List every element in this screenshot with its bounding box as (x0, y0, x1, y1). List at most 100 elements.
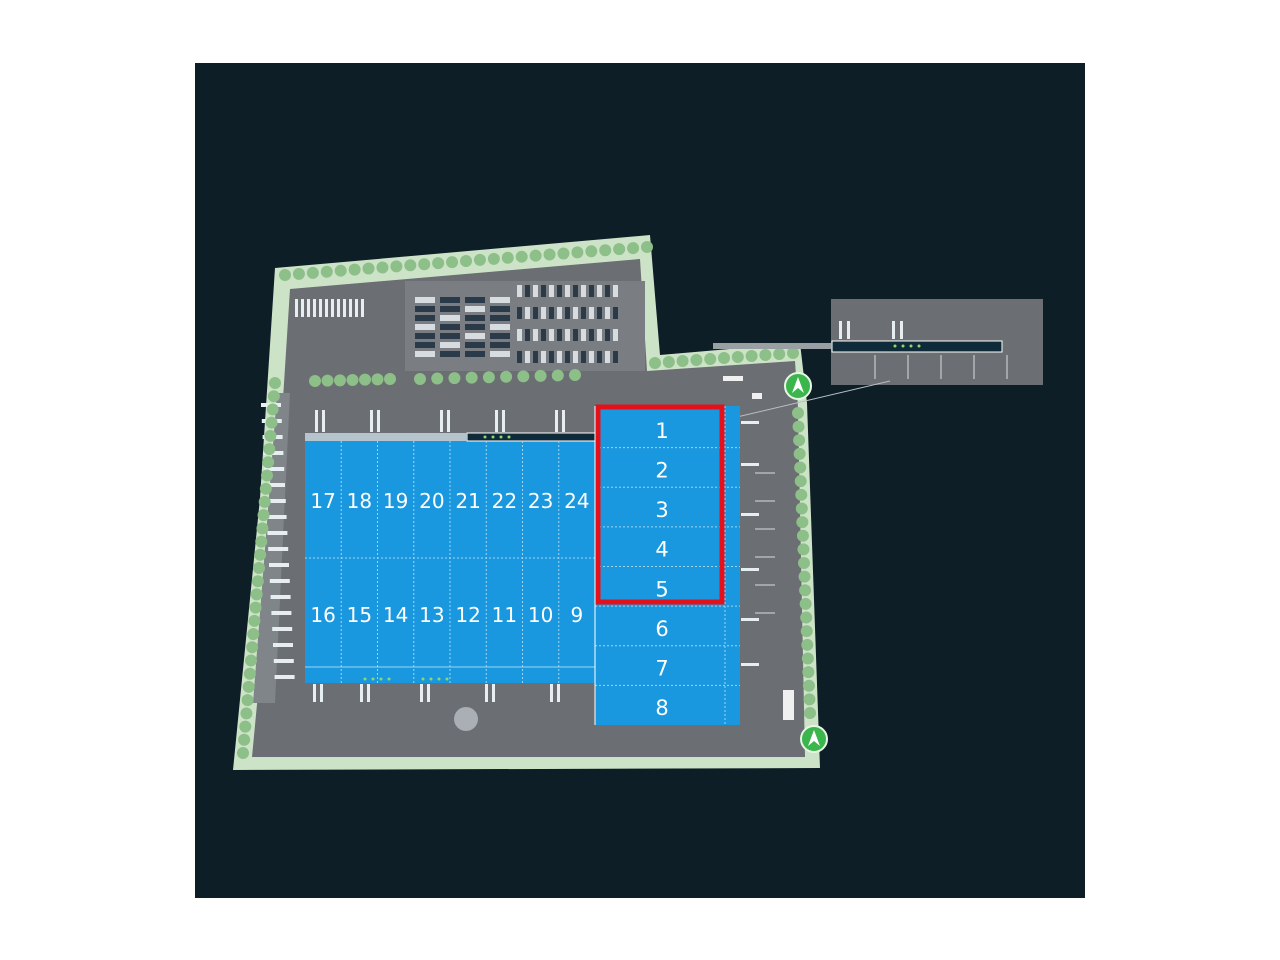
unit-label-8[interactable]: 8 (655, 696, 668, 720)
dock-truck (502, 410, 505, 432)
dock-truck (741, 663, 759, 666)
ramp-trailer (268, 547, 289, 551)
ramp-trailer (269, 579, 290, 583)
tree (266, 403, 279, 416)
unit-label-11[interactable]: 11 (492, 603, 517, 627)
unit-label-21[interactable]: 21 (455, 489, 480, 513)
parked-car (415, 333, 435, 339)
tree (269, 377, 281, 389)
tree (500, 370, 513, 383)
parked-car (525, 329, 530, 341)
tree (245, 654, 257, 667)
entry-marker-north[interactable] (784, 372, 812, 400)
unit-label-20[interactable]: 20 (419, 489, 444, 513)
unit-label-24[interactable]: 24 (564, 489, 589, 513)
tree (501, 251, 514, 264)
unit-label-19[interactable]: 19 (383, 489, 408, 513)
tree (798, 570, 811, 583)
unit-label-23[interactable]: 23 (528, 489, 553, 513)
dock-light (901, 344, 905, 348)
parked-car (565, 307, 570, 319)
tree (794, 475, 807, 488)
unit-label-10[interactable]: 10 (528, 603, 553, 627)
parked-car (557, 307, 562, 319)
tree (585, 245, 598, 258)
parked-car (605, 351, 610, 363)
unit-label-2[interactable]: 2 (655, 458, 668, 482)
dock-truck (741, 463, 759, 466)
unit-label-12[interactable]: 12 (455, 603, 480, 627)
tree (371, 373, 384, 386)
parked-car (589, 307, 594, 319)
unit-label-7[interactable]: 7 (655, 657, 668, 681)
ramp-trailer (274, 675, 295, 679)
unit-label-16[interactable]: 16 (310, 603, 335, 627)
tree (804, 707, 816, 719)
tree (247, 628, 260, 641)
parked-car (465, 306, 485, 312)
unit-label-15[interactable]: 15 (347, 603, 372, 627)
parked-car (613, 351, 618, 363)
tree (267, 390, 280, 403)
tree (261, 469, 273, 482)
parked-car (465, 297, 485, 303)
parked-car (533, 307, 538, 319)
parked-car (490, 342, 510, 348)
parked-car (517, 285, 522, 297)
tree (258, 495, 271, 508)
tree (534, 369, 547, 382)
dock-truck (320, 684, 323, 702)
tree (262, 456, 275, 469)
unit-label-4[interactable]: 4 (655, 538, 668, 562)
parked-car (573, 351, 578, 363)
ramp-trailer (273, 659, 294, 663)
tree (515, 250, 528, 263)
parked-car (573, 285, 578, 297)
tree (259, 482, 272, 495)
parked-truck (892, 321, 895, 339)
tree (801, 638, 814, 651)
parked-car (589, 285, 594, 297)
parked-truck (319, 299, 322, 317)
dock-truck (741, 568, 759, 571)
tree (263, 443, 276, 456)
tree (362, 262, 375, 275)
unit-label-18[interactable]: 18 (347, 489, 372, 513)
tree (799, 584, 812, 597)
dock-truck (562, 410, 565, 432)
ramp-trailer (269, 563, 289, 567)
unit-label-3[interactable]: 3 (655, 498, 668, 522)
dock-truck (557, 684, 560, 702)
dock-doors (313, 410, 775, 702)
unit-label-5[interactable]: 5 (655, 577, 668, 601)
tree (551, 369, 564, 382)
unit-label-13[interactable]: 13 (419, 603, 444, 627)
dock-truck (315, 410, 318, 432)
parked-car (490, 351, 510, 357)
tree (460, 255, 472, 267)
tree (557, 247, 570, 260)
unit-label-14[interactable]: 14 (383, 603, 408, 627)
parked-car (533, 285, 538, 297)
unit-label-17[interactable]: 17 (310, 489, 335, 513)
water-tank (454, 707, 478, 731)
parked-car (440, 351, 460, 357)
unit-label-9[interactable]: 9 (571, 603, 584, 627)
parked-car (565, 351, 570, 363)
selected-units-highlight (595, 404, 725, 605)
parked-truck (900, 321, 903, 339)
dock-light (909, 344, 913, 348)
unit-label-6[interactable]: 6 (655, 617, 668, 641)
parked-car (415, 342, 435, 348)
unit-label-1[interactable]: 1 (655, 419, 668, 443)
parked-car (465, 342, 485, 348)
arrow-up-icon (792, 377, 804, 393)
parked-truck (331, 299, 334, 317)
entry-marker-south[interactable] (800, 725, 828, 753)
tree (704, 353, 717, 365)
unit-label-22[interactable]: 22 (492, 489, 517, 513)
parked-car (613, 285, 618, 297)
parked-truck (301, 299, 304, 317)
